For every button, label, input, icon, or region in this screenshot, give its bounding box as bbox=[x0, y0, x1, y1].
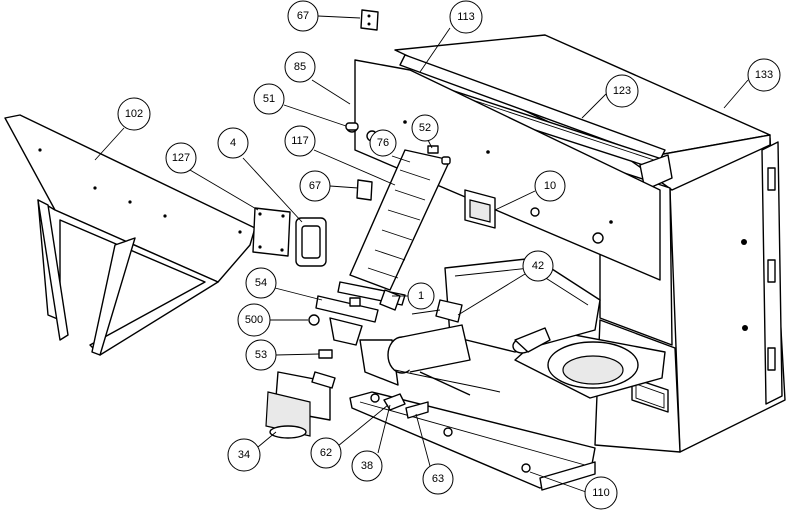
svg-text:62: 62 bbox=[320, 447, 332, 459]
callout-51: 51 bbox=[253, 83, 347, 127]
callout-10: 10 bbox=[494, 170, 566, 211]
svg-text:133: 133 bbox=[755, 69, 773, 81]
svg-text:85: 85 bbox=[294, 61, 306, 73]
svg-text:76: 76 bbox=[377, 137, 389, 149]
pin-51 bbox=[345, 122, 359, 131]
callout-54: 54 bbox=[245, 267, 323, 301]
knob-500 bbox=[308, 314, 320, 326]
callout-117: 117 bbox=[284, 125, 396, 186]
callout-85: 85 bbox=[284, 51, 351, 105]
gasket-frame-4 bbox=[295, 217, 327, 267]
clip-52 bbox=[427, 145, 451, 165]
callout-500: 500 bbox=[237, 303, 308, 337]
svg-text:38: 38 bbox=[361, 460, 373, 472]
svg-text:10: 10 bbox=[544, 180, 556, 192]
sensor-42 bbox=[411, 299, 463, 323]
callout-133: 133 bbox=[723, 58, 781, 109]
callout-67b: 67 bbox=[299, 170, 359, 202]
hinge-plate-67-top bbox=[360, 9, 379, 31]
callout-102: 102 bbox=[94, 97, 151, 161]
svg-text:127: 127 bbox=[172, 152, 190, 164]
svg-text:1: 1 bbox=[418, 290, 424, 302]
gasket-plate-127 bbox=[252, 207, 291, 257]
callout-67a: 67 bbox=[287, 0, 361, 32]
callout-123: 123 bbox=[581, 74, 639, 119]
callout-62: 62 bbox=[310, 404, 389, 469]
clip-53 bbox=[318, 349, 333, 359]
svg-text:67: 67 bbox=[297, 10, 309, 22]
svg-text:113: 113 bbox=[457, 11, 475, 23]
callout-63: 63 bbox=[415, 413, 454, 495]
callout-53: 53 bbox=[245, 339, 320, 371]
callout-110: 110 bbox=[529, 471, 618, 510]
callout-113: 113 bbox=[419, 0, 483, 73]
hinge-plate-67-mid bbox=[356, 179, 373, 201]
callout-76: 76 bbox=[369, 129, 411, 163]
callout-42: 42 bbox=[457, 250, 554, 316]
svg-text:102: 102 bbox=[125, 108, 143, 120]
pipe-assembly bbox=[359, 324, 501, 396]
callout-52: 52 bbox=[411, 114, 439, 149]
motor-34 bbox=[265, 371, 336, 439]
mounting-plate-54 bbox=[315, 295, 379, 346]
callout-1: 1 bbox=[392, 282, 435, 310]
base-tray-110 bbox=[349, 391, 596, 491]
svg-text:117: 117 bbox=[291, 135, 309, 147]
bracket-63 bbox=[405, 401, 429, 419]
svg-text:63: 63 bbox=[432, 473, 444, 485]
svg-text:110: 110 bbox=[592, 487, 610, 499]
latch-62 bbox=[383, 393, 406, 411]
svg-text:34: 34 bbox=[238, 449, 250, 461]
svg-text:52: 52 bbox=[419, 122, 431, 134]
svg-text:54: 54 bbox=[255, 277, 267, 289]
svg-text:67: 67 bbox=[309, 180, 321, 192]
callout-4: 4 bbox=[217, 127, 303, 223]
svg-text:51: 51 bbox=[263, 93, 275, 105]
hood-panel bbox=[4, 114, 256, 356]
callout-34: 34 bbox=[227, 431, 277, 472]
svg-text:53: 53 bbox=[255, 349, 267, 361]
svg-text:123: 123 bbox=[613, 85, 631, 97]
callout-127: 127 bbox=[165, 142, 259, 211]
svg-text:4: 4 bbox=[230, 137, 236, 149]
callout-38: 38 bbox=[351, 404, 391, 482]
svg-text:42: 42 bbox=[532, 260, 544, 272]
back-panel bbox=[346, 59, 661, 281]
svg-text:500: 500 bbox=[245, 314, 263, 326]
auger-assembly-117 bbox=[337, 149, 451, 311]
